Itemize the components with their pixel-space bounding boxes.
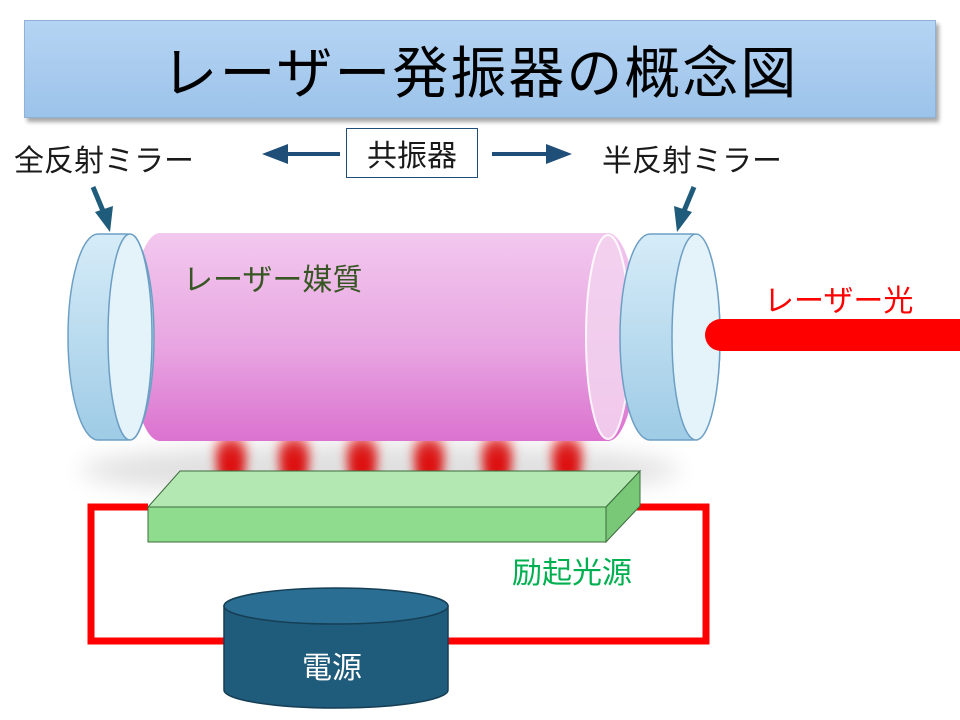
resonator-arrow-left [262,144,340,164]
pump-source-label: 励起光源 [512,556,632,591]
wire-left [87,503,228,645]
half-reflection-mirror [619,233,721,441]
resonator-arrow-right [492,144,572,164]
wire-right [436,503,710,645]
full-mirror-pointer-arrow [90,186,113,232]
full-mirror-label: 全反射ミラー [14,144,194,179]
pump-source-slab [146,469,642,544]
diagram-title: レーザー発振器の概念図 [161,41,799,107]
laser-beam [705,319,960,351]
half-mirror-label: 半反射ミラー [602,144,782,179]
full-reflection-mirror [67,233,155,441]
laser-medium [130,233,638,441]
resonator-box: 共振器 [346,128,478,178]
half-mirror-pointer-arrow [674,186,697,232]
laser-medium-label: レーザー媒質 [183,263,363,298]
resonator-label: 共振器 [367,139,457,174]
power-supply [223,587,449,709]
laser-beam-end [945,319,960,351]
power-supply-label: 電源 [302,651,362,686]
title-banner: レーザー発振器の概念図 [24,20,936,118]
laser-light-label: レーザー光 [764,284,914,319]
